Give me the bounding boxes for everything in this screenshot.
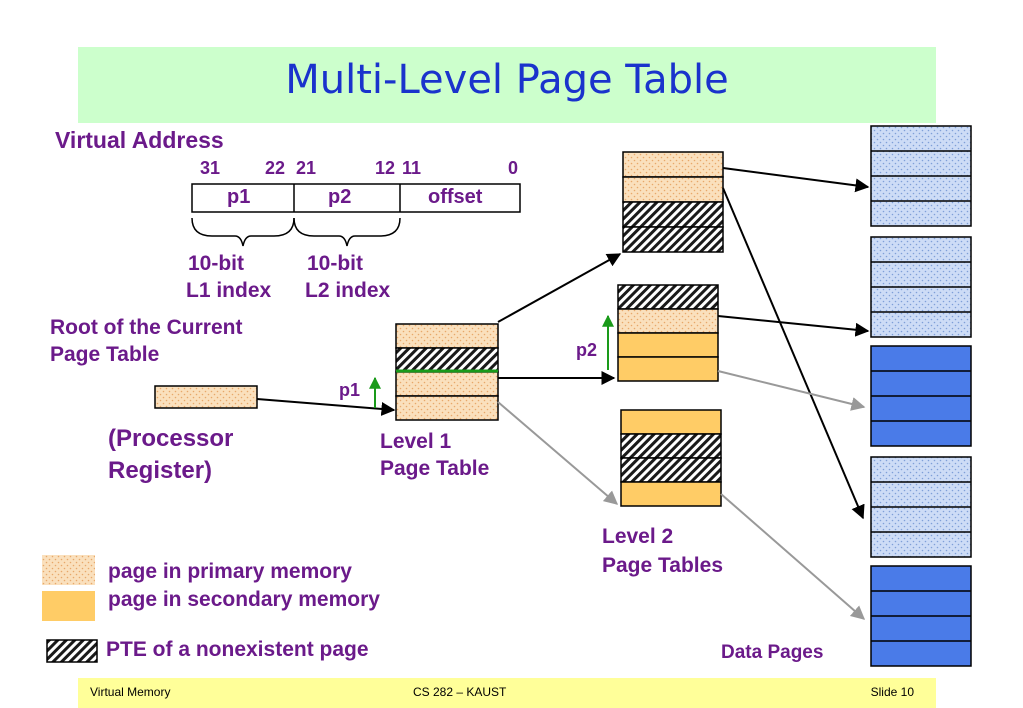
legend-nonexistent-swatch	[46, 639, 98, 663]
bit-number-21: 21	[296, 158, 317, 178]
level1-label-line1: Level 1	[380, 430, 452, 453]
processor-register-label-line1: (Processor	[108, 425, 234, 452]
bit-number-0: 0	[508, 158, 519, 178]
legend-nonexistent-label: PTE of a nonexistent page	[106, 638, 369, 661]
level2-label-line1: Level 2	[602, 525, 674, 548]
virtual-address-box	[191, 183, 521, 213]
data-page-4	[870, 456, 972, 558]
level2-label-line2: Page Tables	[602, 554, 723, 577]
l1-index-name: L1 index	[186, 279, 272, 302]
virtual-address-label: Virtual Address	[55, 127, 224, 153]
slide-title: Multi-Level Page Table	[285, 57, 729, 103]
footer-right: Slide 10	[870, 685, 914, 699]
bit-number-22: 22	[265, 158, 286, 178]
l1-index-brace	[191, 217, 295, 247]
root-label-line2: Page Table	[50, 343, 160, 366]
arrow-l2b-to-data3	[717, 370, 866, 411]
level1-label-line2: Page Table	[380, 457, 490, 480]
level2-page-table-a	[622, 151, 724, 253]
bit-number-11: 11	[402, 158, 422, 178]
level1-page-table	[395, 323, 499, 421]
legend-secondary-swatch	[42, 591, 95, 621]
processor-register-label-line2: Register)	[108, 457, 213, 484]
data-page-1	[870, 125, 972, 227]
arrow-l1-to-l2a	[497, 253, 622, 323]
legend-primary-swatch	[42, 555, 95, 585]
arrow-l2b-to-data2	[717, 315, 870, 337]
field-offset: offset	[428, 186, 483, 208]
field-p1: p1	[227, 186, 251, 208]
data-pages-label: Data Pages	[721, 642, 824, 663]
legend-primary-label: page in primary memory	[108, 560, 352, 583]
root-label-line1: Root of the Current	[50, 316, 243, 339]
bit-number-12: 12	[375, 158, 396, 178]
title-bar: Multi-Level Page Table	[78, 47, 936, 123]
data-page-5	[870, 565, 972, 667]
legend-secondary-label: page in secondary memory	[108, 588, 380, 611]
footer-left: Virtual Memory	[90, 685, 171, 699]
p2-label: p2	[576, 340, 598, 360]
l2-index-name: L2 index	[305, 279, 391, 302]
data-page-2	[870, 236, 972, 338]
arrow-l2a-to-data4	[722, 187, 865, 520]
l2-index-brace	[293, 217, 401, 247]
p1-label: p1	[339, 380, 361, 400]
arrow-register-to-l1	[256, 398, 396, 416]
level2-page-table-c	[620, 409, 722, 507]
data-page-3	[870, 345, 972, 447]
footer-center: CS 282 – KAUST	[413, 685, 507, 699]
arrow-l2a-to-data1	[722, 167, 870, 193]
l1-index-size: 10-bit	[188, 252, 245, 275]
field-p2: p2	[328, 186, 352, 208]
footer-bar: Virtual Memory CS 282 – KAUST Slide 10	[78, 678, 936, 708]
level2-page-table-b	[617, 284, 719, 382]
arrow-l2c-to-data5	[720, 493, 866, 620]
bit-number-31: 31	[200, 158, 221, 178]
l2-index-size: 10-bit	[307, 252, 364, 275]
processor-register	[154, 385, 258, 409]
arrow-l1-to-l2c	[497, 401, 619, 505]
